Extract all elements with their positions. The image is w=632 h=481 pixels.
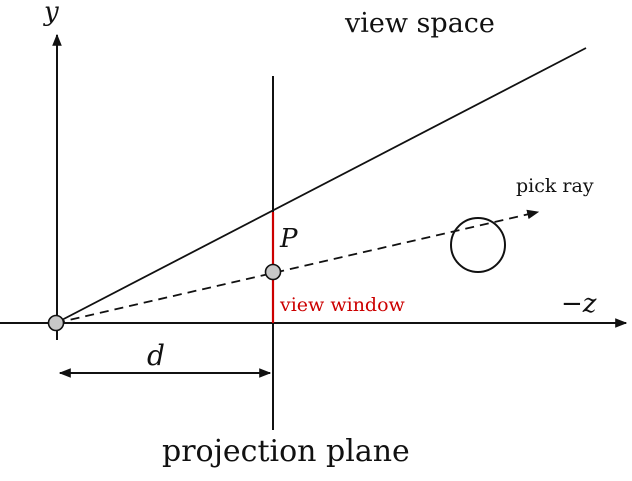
origin-point (47, 314, 65, 332)
scene-object-circle (450, 217, 506, 273)
z-axis-label: −z (561, 289, 597, 319)
view-space-label: view space (344, 8, 495, 39)
point-p-marker (264, 263, 282, 281)
projection-plane-label: projection plane (162, 434, 410, 469)
pick-ray-label: pick ray (516, 175, 594, 197)
frustum-edge (55, 47, 587, 324)
point-p-label: P (279, 224, 298, 254)
pick-ray-line (55, 209, 540, 324)
distance-label: d (147, 339, 165, 372)
y-axis-label: y (43, 0, 59, 27)
view-window-label: view window (279, 294, 406, 316)
